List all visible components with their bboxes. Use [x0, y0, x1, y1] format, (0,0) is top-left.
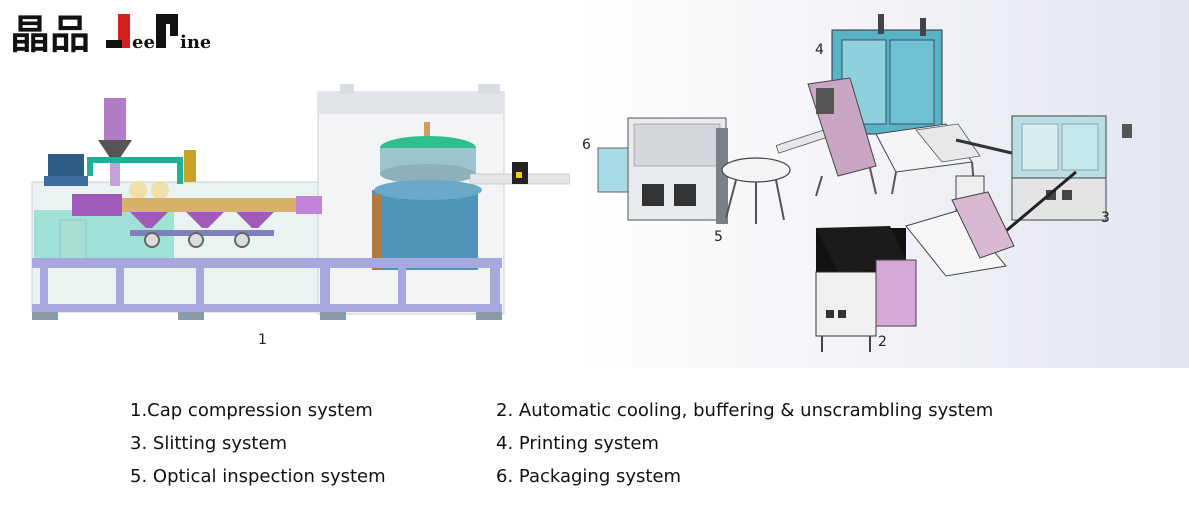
legend-item-2: 2. Automatic cooling, buffering & unscra…	[496, 400, 994, 421]
legend-item-4: 4. Printing system	[496, 433, 659, 454]
callout-3: 3	[1101, 210, 1110, 226]
cap-compression-drawing	[31, 84, 570, 320]
legend-item-6: 6. Packaging system	[496, 466, 682, 487]
legend-item-1: 1.Cap compression system	[130, 400, 373, 421]
callout-6: 6	[582, 137, 591, 153]
callout-1: 1	[258, 332, 267, 348]
logo-cn-text: 晶品	[10, 12, 90, 56]
jeepine-logo: 晶品 ee ine	[10, 12, 210, 56]
legend-item-3: 3. Slitting system	[130, 433, 288, 454]
svg-text:ee: ee	[132, 32, 155, 53]
production-line-drawing	[576, 0, 1189, 368]
callout-5: 5	[714, 229, 723, 245]
svg-text:ine: ine	[180, 32, 210, 53]
callout-2: 2	[878, 334, 887, 350]
legend-item-5: 5. Optical inspection system	[130, 466, 386, 487]
callout-4: 4	[815, 42, 824, 58]
